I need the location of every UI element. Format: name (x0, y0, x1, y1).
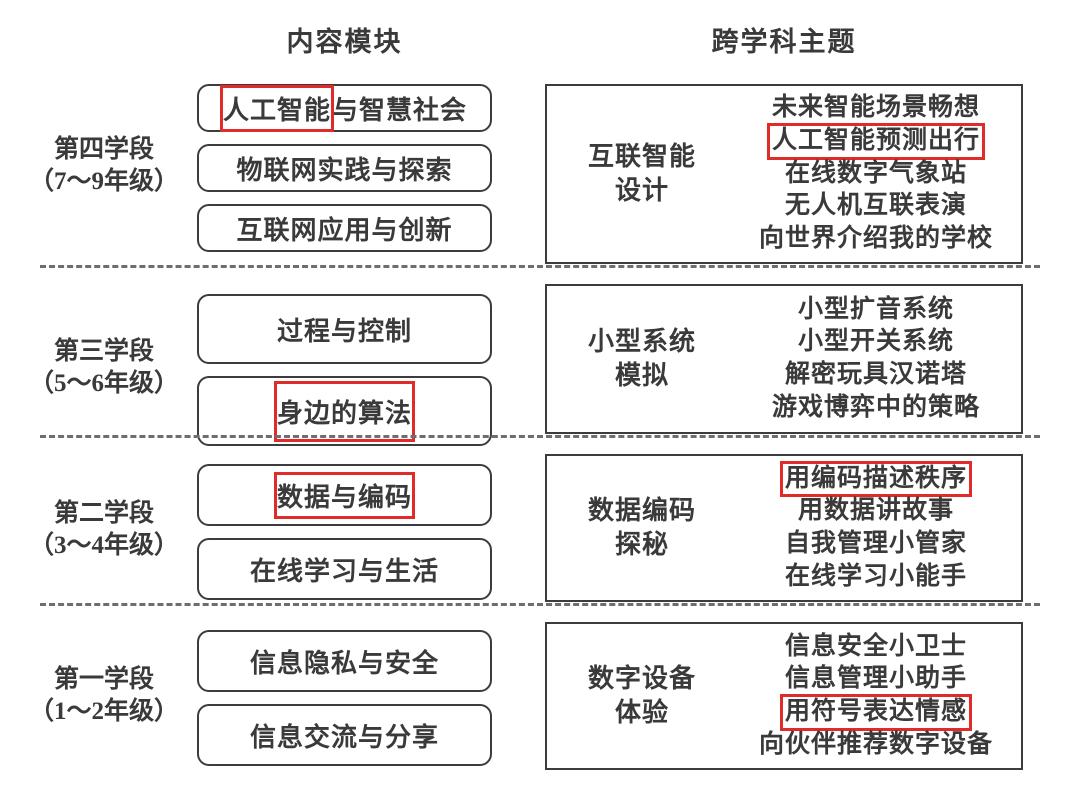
topic-label: 信息安全小卫士 (784, 632, 967, 660)
topic-list: 信息安全小卫士信息管理小助手用符号表达情感向伙伴推荐数字设备 (737, 631, 1021, 762)
topic-label: 小型扩音系统 (797, 295, 954, 323)
topic-item[interactable]: 自我管理小管家 (782, 528, 970, 561)
module-box[interactable]: 物联网实践与探索 (197, 144, 492, 192)
module-label-highlighted: 数据与编码 (273, 471, 416, 519)
module-box[interactable]: 在线学习与生活 (197, 538, 492, 600)
topic-panel-title-line1: 小型系统 (587, 327, 696, 357)
module-label-highlighted: 人工智能 (219, 84, 335, 132)
module-label-highlighted: 身边的算法 (273, 380, 416, 442)
topic-item[interactable]: 信息安全小卫士 (782, 631, 970, 664)
module-box[interactable]: 信息隐私与安全 (197, 630, 492, 692)
topic-panel-title-line2: 探秘 (614, 530, 669, 559)
topic-item[interactable]: 信息管理小助手 (782, 663, 970, 696)
module-box[interactable]: 互联网应用与创新 (197, 204, 492, 252)
section-divider (40, 603, 1040, 606)
module-list: 信息隐私与安全信息交流与分享 (197, 630, 492, 766)
module-label: 物联网实践与探索 (236, 155, 453, 185)
module-box[interactable]: 数据与编码 (197, 464, 492, 526)
topic-item[interactable]: 未来智能场景畅想 (769, 92, 983, 125)
topic-item[interactable]: 小型开关系统 (795, 326, 957, 359)
module-list: 人工智能与智慧社会物联网实践与探索互联网应用与创新 (197, 84, 492, 252)
topic-panel-title-line1: 互联智能 (587, 142, 696, 172)
stage-grades: （1～2年级） (28, 698, 179, 725)
topic-list: 未来智能场景畅想人工智能预测出行在线数字气象站无人机互联表演向世界介绍我的学校 (737, 92, 1021, 256)
topic-panel-title: 互联智能设计 (547, 140, 737, 208)
topic-label-highlighted: 人工智能预测出行 (766, 122, 986, 160)
topic-panel-title: 小型系统模拟 (547, 325, 737, 393)
topic-label: 自我管理小管家 (784, 530, 967, 557)
topic-label: 在线学习小能手 (784, 562, 967, 590)
module-box[interactable]: 人工智能与智慧社会 (197, 84, 492, 132)
topic-panel-title: 数字设备体验 (547, 662, 737, 730)
stage-grades: （7～9年级） (28, 168, 179, 195)
module-box[interactable]: 过程与控制 (197, 294, 492, 364)
topic-item[interactable]: 解密玩具汉诺塔 (782, 359, 970, 392)
topic-item[interactable]: 向世界介绍我的学校 (756, 223, 996, 256)
topic-label-highlighted: 用编码描述秩序 (779, 460, 973, 497)
module-label: 信息隐私与安全 (249, 648, 439, 678)
topic-label: 信息管理小助手 (784, 665, 967, 693)
module-label: 在线学习与生活 (249, 556, 439, 586)
topic-item[interactable]: 人工智能预测出行 (766, 122, 986, 160)
topic-item[interactable]: 向伙伴推荐数字设备 (756, 729, 996, 762)
topic-item[interactable]: 无人机互联表演 (782, 190, 970, 223)
topic-item[interactable]: 用编码描述秩序 (779, 460, 973, 497)
header-content-modules: 内容模块 (286, 27, 403, 57)
topic-panel[interactable]: 数据编码探秘用编码描述秩序用数据讲故事自我管理小管家在线学习小能手 (545, 454, 1023, 602)
module-box[interactable]: 信息交流与分享 (197, 704, 492, 766)
topic-item[interactable]: 用符号表达情感 (779, 694, 973, 731)
topic-item[interactable]: 在线数字气象站 (782, 158, 970, 191)
stage-label: 第二学段 （3～4年级） (18, 498, 190, 562)
topic-item[interactable]: 在线学习小能手 (782, 561, 970, 594)
topic-label: 无人机互联表演 (784, 192, 967, 220)
topic-label: 游戏博弈中的策略 (771, 393, 980, 421)
topic-panel-title: 数据编码探秘 (547, 494, 737, 562)
topic-label: 未来智能场景畅想 (771, 94, 980, 122)
module-label: 互联网应用与创新 (236, 215, 453, 245)
topic-panel-title-line2: 模拟 (614, 361, 669, 390)
stage-label: 第三学段 （5～6年级） (18, 336, 190, 400)
section-divider (40, 265, 1040, 268)
stage-label: 第一学段 （1～2年级） (18, 664, 190, 728)
module-list: 过程与控制身边的算法 (197, 294, 492, 446)
topic-item[interactable]: 小型扩音系统 (795, 294, 957, 327)
stage-name: 第一学段 (53, 666, 154, 693)
module-label: 过程与控制 (276, 316, 412, 346)
stage-grades: （3～4年级） (28, 532, 179, 559)
stage-name: 第四学段 (53, 136, 154, 163)
module-list: 数据与编码在线学习与生活 (197, 464, 492, 600)
topic-list: 用编码描述秩序用数据讲故事自我管理小管家在线学习小能手 (737, 460, 1021, 594)
topic-panel[interactable]: 数字设备体验信息安全小卫士信息管理小助手用符号表达情感向伙伴推荐数字设备 (545, 622, 1023, 770)
topic-panel[interactable]: 小型系统模拟小型扩音系统小型开关系统解密玩具汉诺塔游戏博弈中的策略 (545, 284, 1023, 434)
topic-item[interactable]: 用数据讲故事 (795, 495, 957, 528)
module-box[interactable]: 身边的算法 (197, 376, 492, 446)
stage-grades: （5～6年级） (28, 370, 179, 397)
topic-panel-title-line2: 体验 (614, 698, 669, 727)
stage-name: 第二学段 (53, 500, 154, 527)
module-label: 信息交流与分享 (249, 722, 439, 752)
topic-label: 解密玩具汉诺塔 (784, 361, 967, 388)
topic-label: 用数据讲故事 (797, 497, 954, 525)
section-divider (40, 435, 1040, 438)
topic-panel[interactable]: 互联智能设计未来智能场景畅想人工智能预测出行在线数字气象站无人机互联表演向世界介… (545, 84, 1023, 264)
topic-panel-title-line1: 数字设备 (587, 664, 696, 694)
module-label: 与智慧社会 (332, 95, 468, 125)
topic-label: 向世界介绍我的学校 (758, 225, 993, 253)
topic-item[interactable]: 游戏博弈中的策略 (769, 392, 983, 425)
topic-panel-title-line2: 设计 (614, 176, 669, 205)
header-cross-subject-topics: 跨学科主题 (711, 27, 857, 57)
topic-list: 小型扩音系统小型开关系统解密玩具汉诺塔游戏博弈中的策略 (737, 294, 1021, 425)
stage-name: 第三学段 (53, 338, 154, 365)
column-headers: 内容模块 跨学科主题 (0, 20, 1080, 66)
topic-label: 小型开关系统 (797, 328, 954, 356)
topic-label: 向伙伴推荐数字设备 (758, 730, 993, 758)
topic-panel-title-line1: 数据编码 (587, 496, 696, 526)
topic-label: 在线数字气象站 (784, 159, 967, 187)
stage-label: 第四学段 （7～9年级） (18, 134, 190, 198)
topic-label-highlighted: 用符号表达情感 (779, 694, 973, 731)
